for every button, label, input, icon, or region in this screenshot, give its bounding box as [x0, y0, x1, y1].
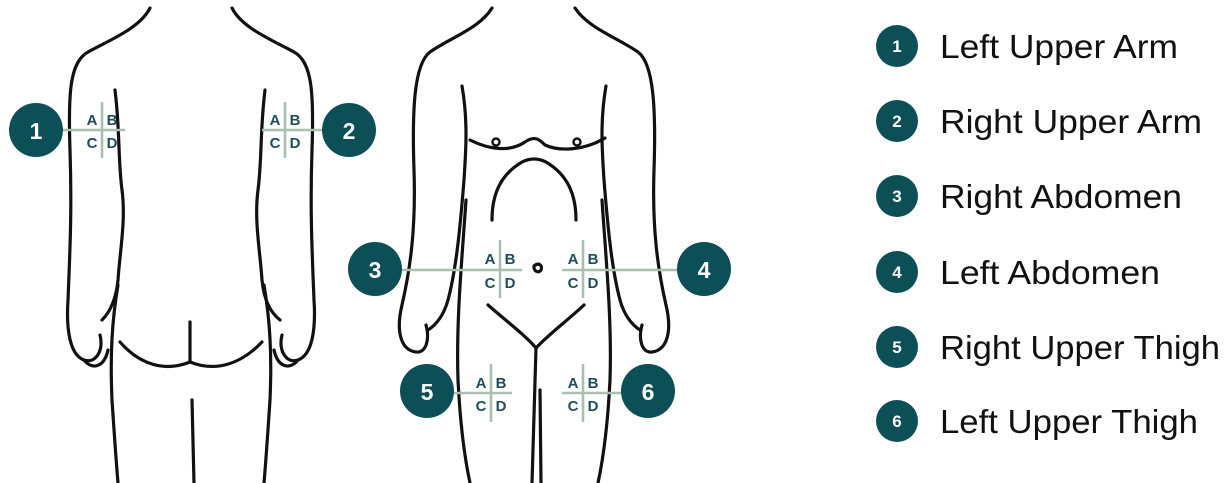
quadrant-c-label: C: [270, 135, 281, 152]
quadrant-b-label: B: [107, 112, 118, 129]
site-6-number: 6: [642, 379, 655, 405]
quadrant-c-label: C: [568, 275, 579, 292]
legend: 1 Left Upper Arm 2 Right Upper Arm 3 Rig…: [876, 25, 1220, 442]
site-3-number: 3: [369, 257, 382, 283]
quadrant-c-label: C: [568, 398, 579, 415]
quadrant-c-label: C: [87, 135, 98, 152]
quadrant-d-label: D: [588, 398, 599, 415]
legend-label-3: Right Abdomen: [940, 178, 1182, 215]
back-view-figure: [68, 8, 315, 483]
quadrant-d-label: D: [588, 275, 599, 292]
quadrant-a-label: A: [87, 112, 98, 129]
site-5-number: 5: [421, 379, 434, 405]
legend-label-6: Left Upper Thigh: [940, 403, 1198, 440]
quadrant-b-label: B: [290, 112, 301, 129]
quadrant-b-label: B: [505, 251, 516, 268]
legend-item-6: 6 Left Upper Thigh: [876, 400, 1198, 442]
legend-item-1: 1 Left Upper Arm: [876, 25, 1178, 67]
site-2-number: 2: [343, 118, 356, 144]
legend-number-2: 2: [892, 112, 901, 131]
quadrant-a-label: A: [568, 375, 579, 392]
site-2-marker: A B C D 2: [262, 102, 376, 158]
legend-number-1: 1: [892, 37, 901, 56]
site-1-marker: A B C D 1: [9, 102, 125, 158]
legend-item-4: 4 Left Abdomen: [876, 251, 1160, 293]
site-5-marker: A B C D 5: [400, 364, 512, 422]
quadrant-c-label: C: [485, 275, 496, 292]
quadrant-a-label: A: [485, 251, 496, 268]
legend-label-2: Right Upper Arm: [940, 103, 1202, 140]
legend-item-3: 3 Right Abdomen: [876, 175, 1182, 217]
legend-number-3: 3: [892, 187, 901, 206]
quadrant-c-label: C: [476, 398, 487, 415]
legend-number-5: 5: [892, 338, 901, 357]
quadrant-b-label: B: [496, 375, 507, 392]
legend-label-5: Right Upper Thigh: [940, 329, 1220, 366]
site-6-marker: A B C D 6: [562, 364, 675, 422]
legend-item-2: 2 Right Upper Arm: [876, 100, 1202, 142]
quadrant-d-label: D: [496, 398, 507, 415]
quadrant-b-label: B: [588, 251, 599, 268]
site-4-number: 4: [698, 257, 711, 283]
legend-item-5: 5 Right Upper Thigh: [876, 326, 1220, 368]
legend-number-6: 6: [892, 412, 901, 431]
site-3-marker: A B C D 3: [348, 240, 522, 298]
legend-number-4: 4: [892, 263, 902, 282]
site-1-number: 1: [30, 118, 43, 144]
quadrant-d-label: D: [290, 135, 301, 152]
quadrant-b-label: B: [588, 375, 599, 392]
quadrant-a-label: A: [270, 112, 281, 129]
site-4-marker: A B C D 4: [562, 240, 731, 298]
quadrant-a-label: A: [568, 251, 579, 268]
quadrant-a-label: A: [476, 375, 487, 392]
legend-label-4: Left Abdomen: [940, 254, 1160, 291]
quadrant-d-label: D: [505, 275, 516, 292]
quadrant-d-label: D: [107, 135, 118, 152]
legend-label-1: Left Upper Arm: [940, 28, 1178, 65]
